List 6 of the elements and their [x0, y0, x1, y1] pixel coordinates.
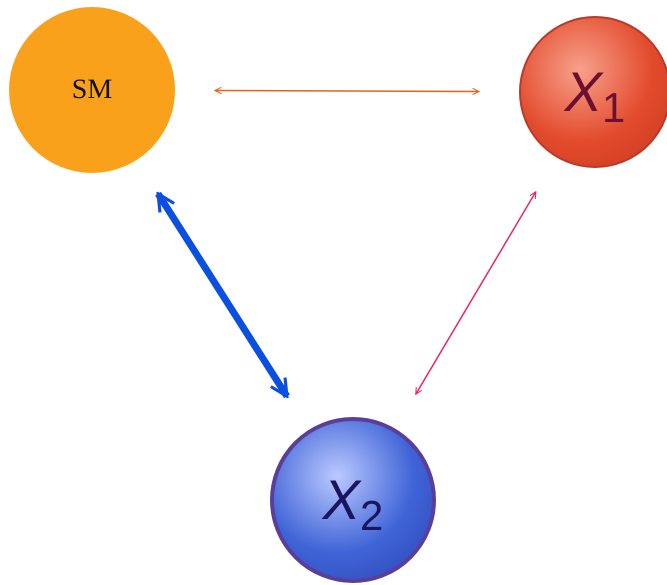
node-label: X$_{1}$: [564, 64, 626, 120]
double-arrow: [415, 191, 536, 395]
double-arrow: [155, 192, 290, 398]
node-label: SM: [72, 76, 112, 104]
node-label: X$_{2}$: [322, 472, 384, 528]
double-arrow: [214, 86, 480, 96]
